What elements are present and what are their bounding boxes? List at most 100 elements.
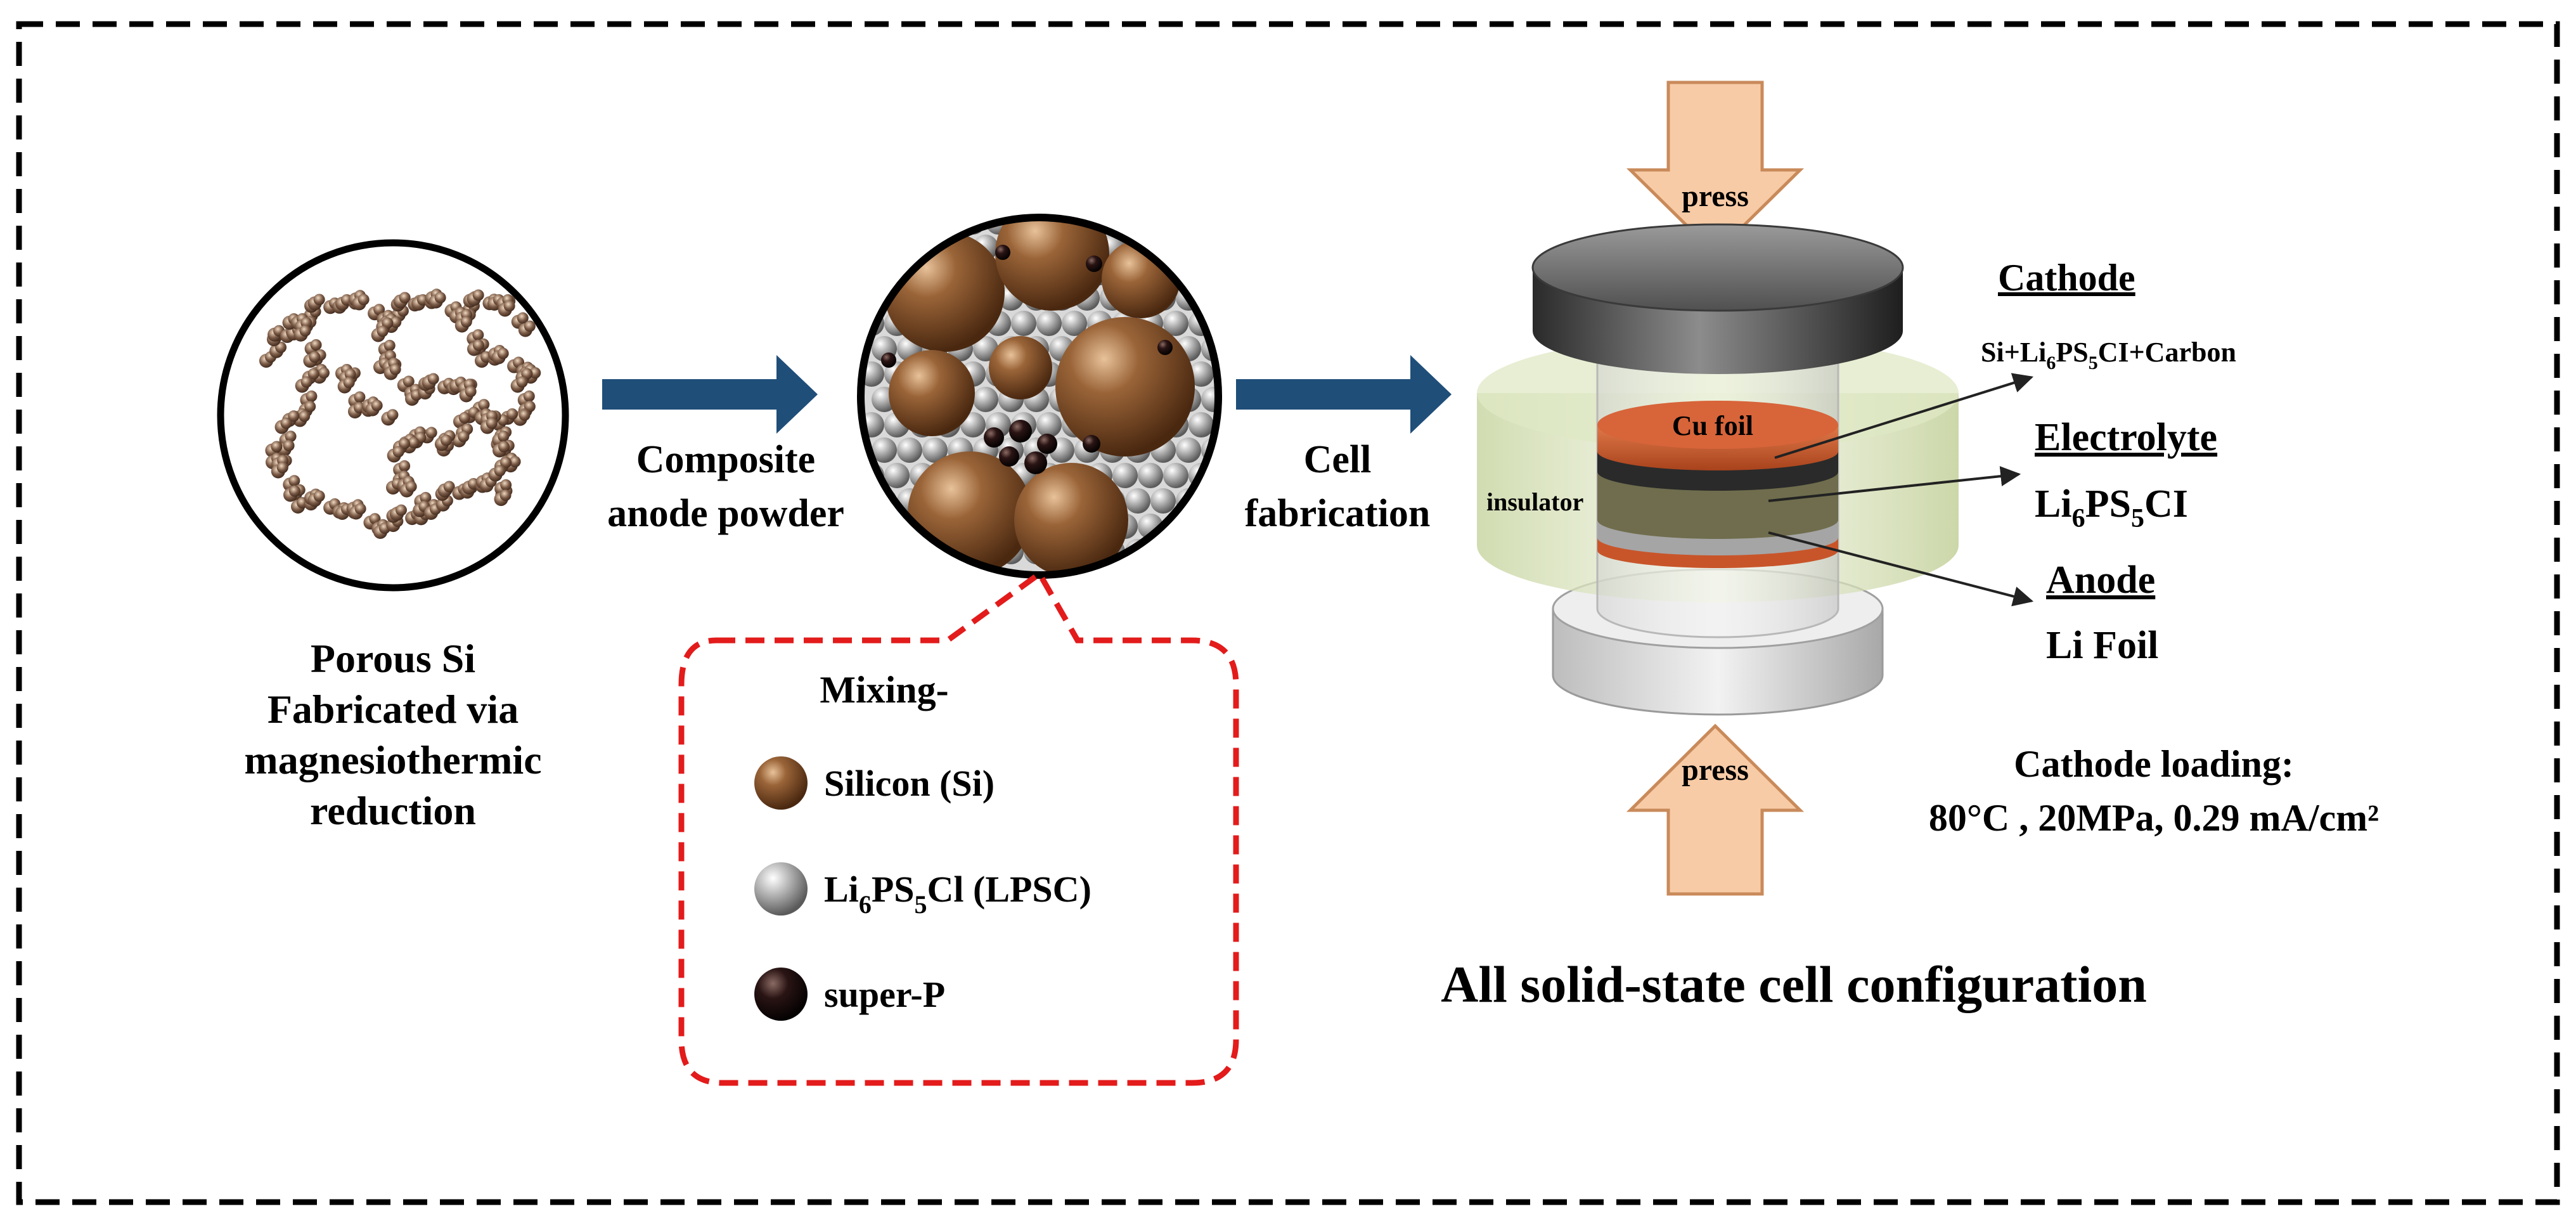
lpsc-particle — [1201, 387, 1217, 412]
porous-si-bead — [443, 481, 455, 493]
lpsc-particle — [884, 219, 910, 235]
porous-si-bead — [524, 320, 536, 332]
lpsc-particle — [1163, 463, 1188, 488]
lpsc-particle — [897, 539, 922, 564]
cathode-desc: Si+Li6PS5CI+Carbon — [1981, 337, 2236, 373]
porous-si-bead — [472, 339, 484, 351]
lpsc-sub2: 5 — [915, 890, 927, 919]
porous-si-bead — [310, 339, 322, 351]
porous-si-bead — [276, 462, 288, 474]
porous-si-bead — [389, 363, 401, 375]
composite-circle-border — [857, 214, 1222, 579]
loading-values: 80°C , 20MPa, 0.29 mA/cm² — [1929, 797, 2379, 839]
porous-si-bead — [288, 485, 300, 497]
porous-si-bead — [399, 437, 411, 450]
cathode-desc-b: PS — [2056, 337, 2088, 368]
porous-si-bead — [392, 446, 404, 458]
porous-si-bead — [387, 409, 399, 421]
silicon-particle — [989, 336, 1052, 399]
porous-si-bead — [458, 411, 470, 424]
superp-particle — [1157, 340, 1173, 355]
process-arrow-2 — [1236, 355, 1452, 434]
lpsc-particle — [862, 219, 884, 235]
lpsc-legend-label: Li6PS5Cl (LPSC) — [824, 869, 1092, 919]
process-arrow-1 — [602, 355, 818, 434]
electrolyte-desc-s1: 6 — [2072, 504, 2085, 533]
porous-si-bead — [304, 401, 316, 413]
porous-si-bead — [357, 294, 370, 306]
lpsc-particle — [1201, 488, 1217, 514]
porous-si-line3: magnesiothermic — [244, 737, 541, 782]
figure-caption: All solid-state cell configuration — [1441, 955, 2147, 1013]
porous-si-bead — [395, 504, 407, 516]
porous-si-bead — [399, 460, 411, 472]
porous-si-bead — [288, 475, 300, 487]
lpsc-particle — [1188, 514, 1214, 539]
porous-si-bead — [373, 304, 385, 316]
lpsc-li: Li — [824, 869, 859, 910]
porous-si-bead — [516, 376, 528, 388]
porous-si-bead — [307, 368, 319, 380]
superp-particle — [1024, 451, 1047, 474]
composite-particles — [862, 219, 1252, 574]
porous-si-bead — [486, 417, 498, 429]
porous-si-bead — [343, 377, 355, 389]
cell-assembly: press insulator Cu foil press — [1477, 81, 2034, 896]
porous-si-bead — [313, 294, 325, 306]
porous-si-bead — [371, 399, 383, 411]
electrolyte-desc: Li6PS5CI — [2035, 482, 2188, 533]
electrolyte-leader-line — [1768, 466, 2021, 502]
lpsc-particle — [884, 463, 910, 488]
porous-si-bead — [478, 399, 490, 411]
anode-title: Anode — [2046, 559, 2155, 602]
porous-si-particles — [259, 288, 541, 539]
porous-si-bead — [309, 351, 321, 363]
electrolyte-desc-b: PS — [2085, 482, 2131, 526]
porous-si-bead — [494, 465, 506, 477]
cathode-desc-a: Si+Li — [1981, 337, 2046, 368]
porous-si-bead — [285, 430, 297, 443]
cathode-desc-c: CI+Carbon — [2098, 337, 2236, 368]
mixing-title: Mixing- — [820, 669, 948, 711]
lpsc-particle — [1036, 311, 1062, 336]
porous-si-bead — [299, 325, 311, 337]
porous-si-bead — [300, 376, 312, 388]
lpsc-particle — [1214, 463, 1217, 488]
porous-si-title: Porous Si — [311, 636, 475, 681]
porous-si-bead — [517, 312, 529, 324]
superp-particle — [999, 446, 1019, 467]
porous-si-bead — [369, 513, 381, 525]
superp-legend-sphere — [754, 968, 808, 1021]
porous-si-bead — [434, 292, 446, 304]
porous-si-bead — [440, 434, 452, 446]
cu-foil-label: Cu foil — [1672, 410, 1753, 441]
lpsc-particle — [1176, 235, 1201, 260]
lpsc-particle — [1163, 311, 1188, 336]
porous-si-bead — [399, 292, 411, 304]
arrow1-label-line1: Composite — [636, 438, 815, 481]
lpsc-sub1: 6 — [859, 890, 872, 919]
lpsc-particle — [1011, 311, 1036, 336]
anode-desc: Li Foil — [2046, 624, 2158, 667]
porous-si-bead — [420, 491, 432, 503]
loading-title: Cathode loading: — [2014, 743, 2294, 785]
porous-si-bead — [500, 456, 512, 469]
superp-particle — [995, 245, 1010, 260]
porous-si-line4: reduction — [310, 788, 476, 833]
superp-legend-label: super-P — [824, 974, 945, 1015]
arrow1-label-line2: anode powder — [607, 492, 844, 535]
superp-particle — [1083, 435, 1100, 453]
porous-si-bead — [280, 417, 292, 429]
porous-si-bead — [427, 373, 439, 385]
lpsc-particle — [1188, 412, 1214, 437]
porous-si-bead — [458, 430, 470, 443]
lpsc-particle — [1227, 336, 1252, 361]
porous-si-bead — [518, 409, 531, 421]
silicon-legend-label: Silicon (Si) — [824, 763, 995, 804]
lpsc-particle — [1138, 463, 1163, 488]
lpsc-particle — [1188, 219, 1214, 235]
porous-si-bead — [472, 329, 484, 341]
lpsc-particle — [862, 260, 884, 285]
porous-si-bead — [497, 347, 509, 359]
lpsc-particle — [960, 412, 986, 437]
